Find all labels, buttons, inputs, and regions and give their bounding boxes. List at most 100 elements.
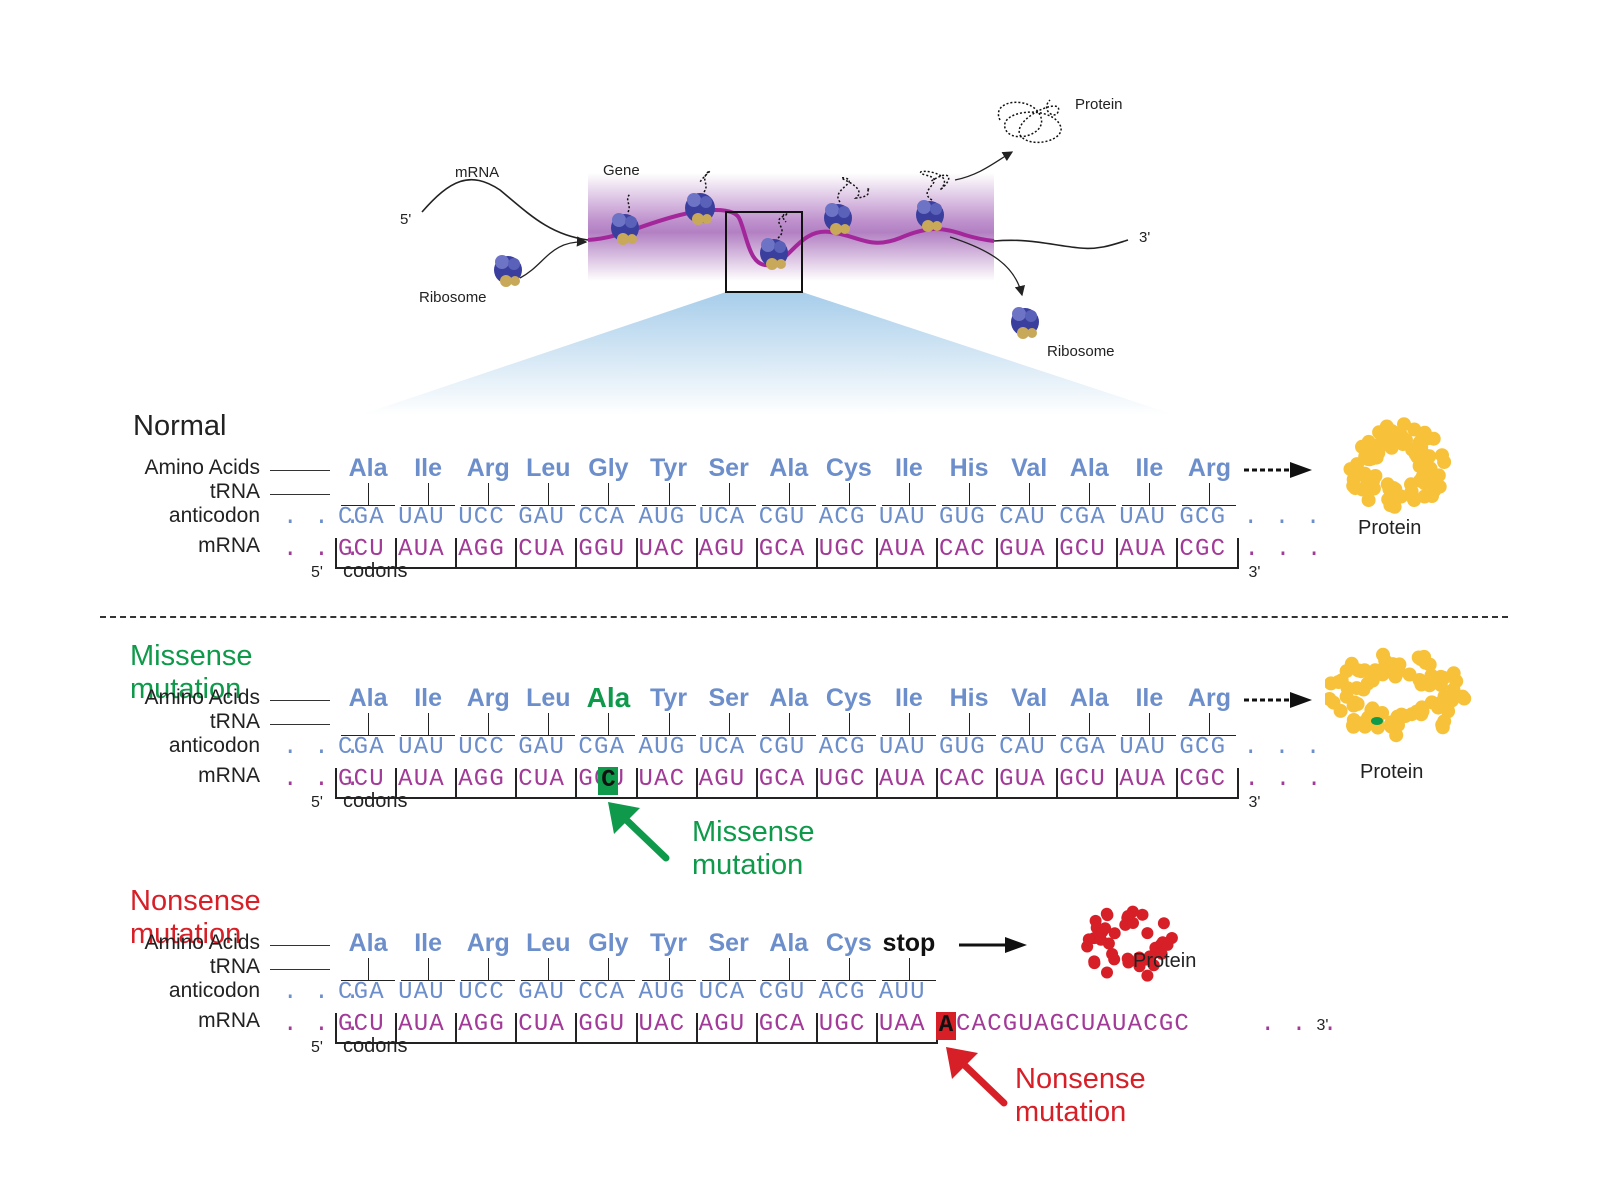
trna-stem bbox=[848, 958, 850, 980]
anticodon: AUG bbox=[638, 504, 686, 531]
trna-bar bbox=[821, 980, 876, 981]
anticodon: UAU bbox=[1119, 504, 1167, 531]
mutated-base: C bbox=[601, 767, 616, 794]
trna-bar bbox=[461, 980, 516, 981]
trna-stem bbox=[548, 713, 550, 735]
mrna-label: mRNA bbox=[198, 534, 260, 557]
anticodon-label: anticodon bbox=[168, 504, 260, 527]
trna-stem bbox=[908, 958, 910, 980]
mrna-label: mRNA bbox=[455, 164, 500, 181]
codon: CUA bbox=[518, 766, 566, 793]
amino-acids-leader bbox=[270, 945, 330, 946]
trna-stem bbox=[728, 713, 730, 735]
amino-acid: Ala bbox=[1069, 454, 1109, 482]
trna-stem bbox=[428, 958, 430, 980]
mrna-trailing: CACGUAGCUAUACGC bbox=[956, 1011, 1191, 1038]
trna-bar bbox=[581, 735, 636, 736]
trna-bar bbox=[521, 980, 576, 981]
codon-divider bbox=[1236, 538, 1239, 568]
protein-icon-top bbox=[997, 99, 1062, 144]
trna-stem bbox=[608, 483, 610, 505]
trna-stem bbox=[1089, 483, 1091, 505]
anticodon: CGA bbox=[1059, 504, 1106, 531]
trna-stem bbox=[1209, 483, 1211, 505]
trna-leader bbox=[270, 724, 330, 725]
trna-stem bbox=[608, 958, 610, 980]
codon-divider bbox=[395, 768, 398, 798]
trna-bar bbox=[1182, 505, 1237, 506]
codon-divider bbox=[936, 538, 938, 568]
codons-label: codons bbox=[343, 560, 408, 582]
amino-acid: Ser bbox=[708, 684, 749, 712]
codon-divider bbox=[755, 768, 758, 798]
codon: AUA bbox=[878, 766, 926, 793]
codon-divider bbox=[395, 538, 398, 568]
codon: GCA bbox=[758, 536, 806, 563]
anticodon: GAU bbox=[518, 734, 566, 761]
codon: CGC bbox=[1179, 536, 1227, 563]
amino-acid: Cys bbox=[825, 929, 872, 957]
trna-bar bbox=[401, 980, 456, 981]
ribosome-icon bbox=[494, 193, 1039, 339]
amino-acid: Ala bbox=[348, 929, 388, 957]
amino-acid: Val bbox=[1011, 684, 1048, 712]
trna-stem bbox=[488, 958, 490, 980]
mrna-ellipsis-right: . . . bbox=[1244, 766, 1323, 793]
anticodon-ellipsis-left: . . . bbox=[283, 734, 362, 761]
anticodon: GUG bbox=[939, 504, 986, 531]
trna-stem bbox=[668, 713, 670, 735]
codon-baseline bbox=[335, 567, 1239, 569]
trna-stem bbox=[1149, 483, 1151, 505]
mutation-callout: Nonsense mutation bbox=[1015, 1063, 1146, 1128]
trna-stem bbox=[788, 713, 790, 735]
codon: UAA bbox=[878, 1011, 926, 1038]
anticodon: CGU bbox=[758, 734, 806, 761]
anticodon: ACG bbox=[818, 504, 866, 531]
anticodon: UCC bbox=[458, 979, 505, 1006]
anticodon: CGU bbox=[758, 979, 806, 1006]
arrow-ribosome-in bbox=[519, 236, 588, 279]
trna-stem bbox=[969, 713, 971, 735]
ribosome-out-label: Ribosome bbox=[1047, 343, 1115, 360]
codon: CAC bbox=[939, 536, 986, 563]
gene-label: Gene bbox=[603, 162, 640, 179]
trna-stem bbox=[368, 483, 370, 505]
trna-stem bbox=[1089, 713, 1091, 735]
amino-acid: Tyr bbox=[650, 929, 688, 957]
trna-bar bbox=[1002, 735, 1057, 736]
codon-divider bbox=[815, 538, 818, 568]
amino-acids-label: Amino Acids bbox=[144, 931, 260, 954]
amino-acid: His bbox=[949, 684, 989, 712]
mutated-base: A bbox=[938, 1012, 954, 1039]
codon-divider bbox=[635, 768, 638, 798]
codon-divider bbox=[635, 538, 638, 568]
amino-acid: Ile bbox=[1135, 454, 1164, 482]
amino-acid: Ser bbox=[708, 929, 749, 957]
amino-acid: Arg bbox=[466, 454, 510, 482]
codon-divider bbox=[1116, 538, 1119, 568]
codon: AGG bbox=[458, 536, 505, 563]
amino-acid: Arg bbox=[1187, 454, 1231, 482]
codon: AGG bbox=[458, 766, 505, 793]
trna-bar bbox=[641, 980, 696, 981]
trna-bar bbox=[942, 505, 997, 506]
anticodon: GUG bbox=[939, 734, 986, 761]
codon-divider bbox=[936, 768, 938, 798]
codon-divider bbox=[335, 538, 337, 568]
codon: UAC bbox=[638, 766, 686, 793]
trna-bar bbox=[521, 505, 576, 506]
trna-stem bbox=[608, 713, 610, 735]
protein-icon bbox=[1325, 647, 1472, 743]
trna-bar bbox=[761, 735, 816, 736]
codon: GGU bbox=[578, 536, 626, 563]
section-title: Missense mutation bbox=[130, 640, 253, 705]
codon: GCA bbox=[758, 766, 806, 793]
codons-label: codons bbox=[343, 790, 408, 812]
trna-stem bbox=[788, 483, 790, 505]
codon-divider bbox=[515, 1013, 518, 1043]
amino-acid: Ala bbox=[769, 929, 809, 957]
trna-bar bbox=[701, 980, 756, 981]
anticodon: AUG bbox=[638, 734, 686, 761]
trna-stem bbox=[548, 958, 550, 980]
five-prime-label: 5' bbox=[311, 564, 323, 581]
